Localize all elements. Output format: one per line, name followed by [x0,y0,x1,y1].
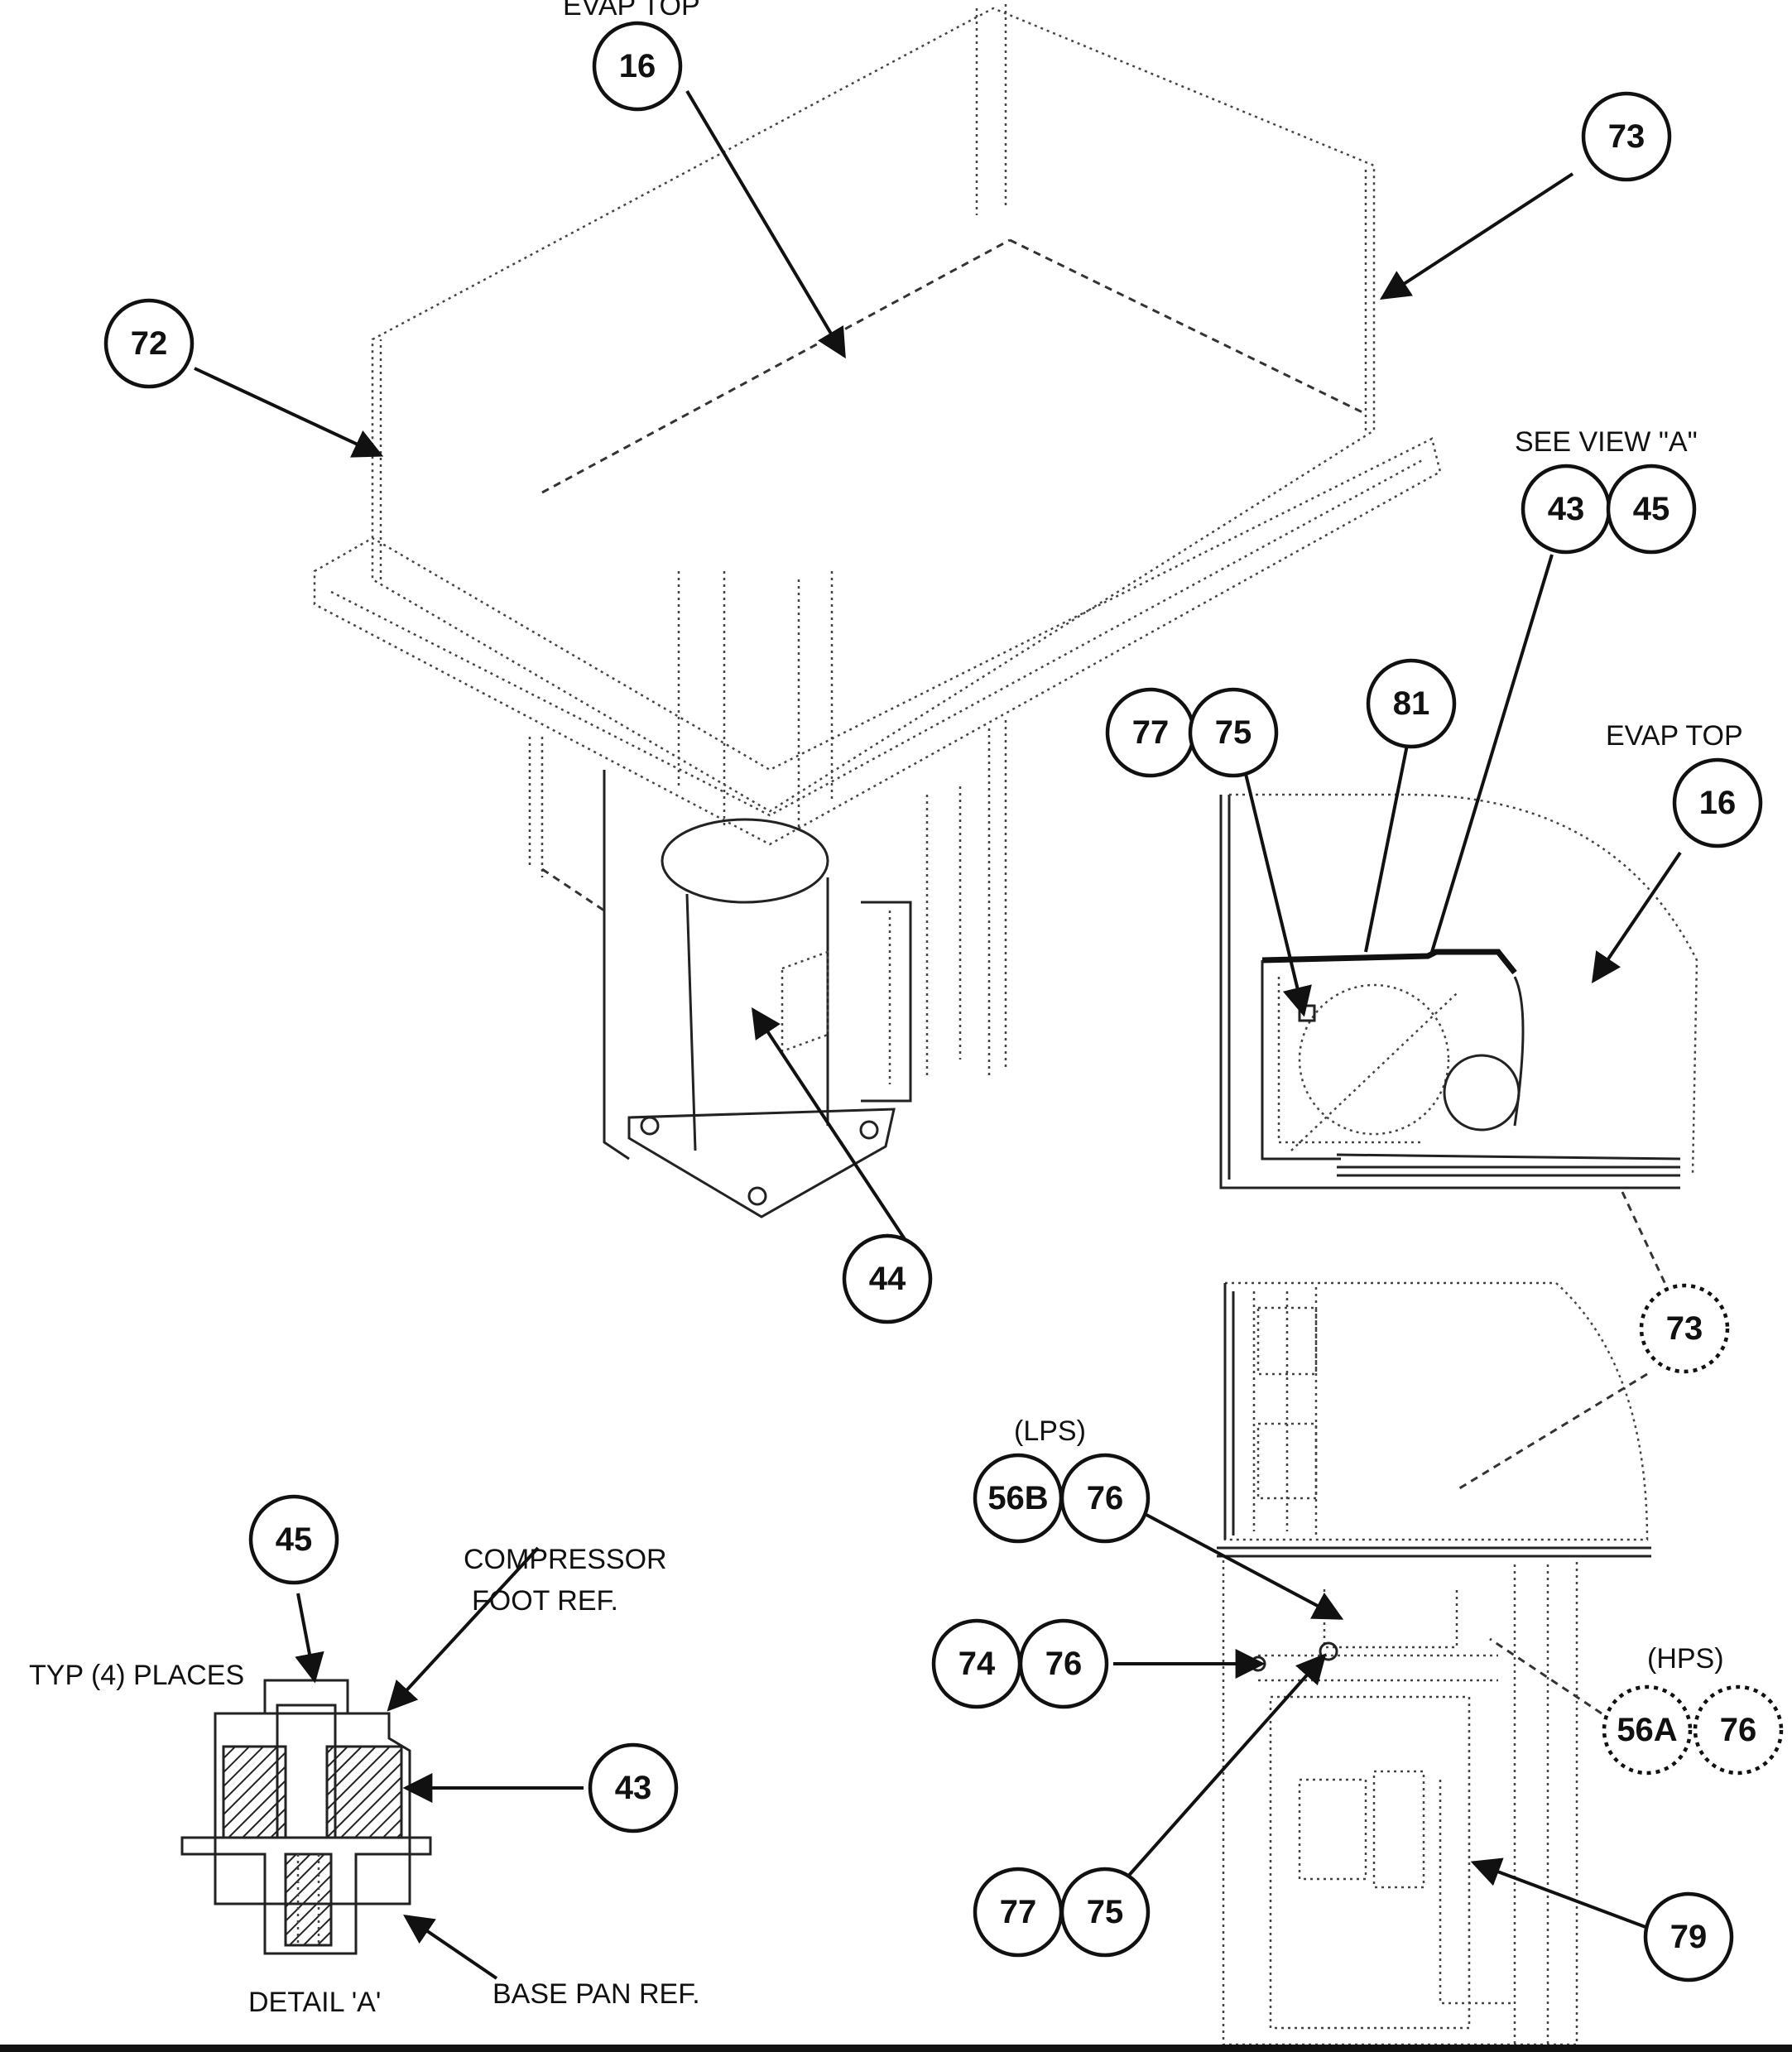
evap-top-assembly [313,4,1442,1161]
svg-text:79: 79 [1670,1919,1708,1955]
balloon-76-lps: 76 [1059,1453,1151,1544]
label-foot-ref: FOOT REF. [472,1585,618,1617]
balloon-16-right: 16 [1672,757,1763,848]
svg-text:16: 16 [1699,785,1737,821]
svg-text:43: 43 [615,1770,652,1806]
svg-text:77: 77 [1132,714,1170,751]
balloon-45-detail: 45 [248,1494,339,1585]
view-a [1219,793,1698,1189]
balloon-77-b: 77 [973,1867,1064,1958]
balloon-73-bottom: 73 [1639,1283,1730,1374]
compressor [627,786,962,1218]
svg-text:44: 44 [869,1261,906,1297]
balloon-76-mid: 76 [1018,1618,1109,1709]
balloon-56a: 56A [1602,1684,1693,1776]
svg-text:74: 74 [958,1646,996,1682]
svg-text:43: 43 [1548,491,1585,527]
svg-text:72: 72 [131,325,168,362]
svg-text:56A: 56A [1617,1712,1677,1748]
label-evap-top-upper: EVAP TOP [563,0,700,22]
balloon-75-b: 75 [1059,1867,1151,1958]
balloon-45-view: 45 [1606,464,1697,555]
svg-text:45: 45 [276,1521,313,1558]
svg-text:45: 45 [1633,491,1670,527]
balloon-16-top: 16 [592,21,683,112]
balloon-74: 74 [931,1618,1022,1709]
label-typ-places: TYP (4) PLACES [29,1660,244,1691]
svg-text:75: 75 [1215,714,1252,751]
svg-text:73: 73 [1666,1310,1703,1347]
side-view [1217,1281,1651,2046]
svg-text:73: 73 [1608,118,1645,155]
balloon-79: 79 [1643,1891,1734,1982]
svg-text:76: 76 [1720,1712,1757,1748]
balloon-56b: 56B [973,1453,1064,1544]
balloon-44: 44 [842,1233,933,1324]
balloon-72: 72 [103,298,195,389]
balloon-73-top: 73 [1581,91,1672,182]
svg-text:76: 76 [1087,1480,1124,1516]
label-hps: (HPS) [1647,1643,1724,1675]
svg-text:81: 81 [1393,685,1430,722]
label-base-pan-ref: BASE PAN REF. [492,1978,700,2010]
balloon-43-view: 43 [1521,464,1612,555]
balloon-43-detail: 43 [588,1742,679,1833]
leader-lines [194,89,1682,1980]
label-lps: (LPS) [1014,1415,1086,1447]
svg-text:75: 75 [1087,1894,1124,1930]
label-compressor: COMPRESSOR [464,1544,667,1575]
svg-text:76: 76 [1045,1646,1083,1682]
label-see-view-a: SEE VIEW "A" [1515,426,1698,458]
svg-text:16: 16 [619,48,656,84]
balloon-81: 81 [1366,658,1457,749]
balloon-75-a: 75 [1188,687,1279,778]
svg-text:77: 77 [1000,1894,1037,1930]
bottom-rule [0,2045,1792,2052]
label-evap-top-right: EVAP TOP [1606,720,1743,752]
label-detail-a: DETAIL 'A' [248,1987,381,2018]
balloon-77-a: 77 [1105,687,1196,778]
balloon-76-hps: 76 [1693,1684,1784,1776]
svg-text:56B: 56B [987,1480,1048,1516]
detail-a [180,1679,432,1955]
